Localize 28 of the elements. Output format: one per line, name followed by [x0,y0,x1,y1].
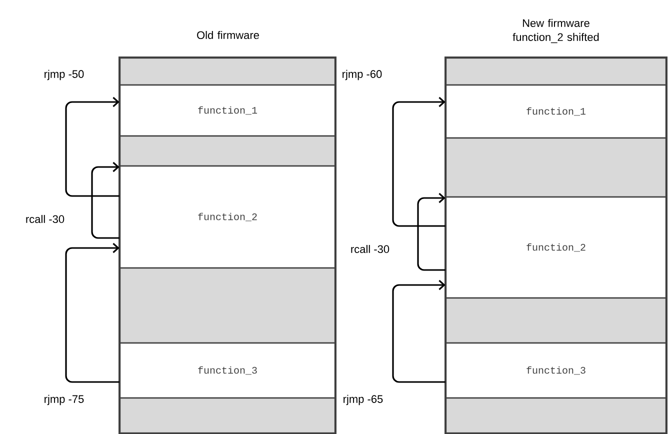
unused-block [119,135,336,167]
edge-label: rjmp -75 [44,394,84,406]
arrow [417,192,446,271]
function-block: function_3 [119,342,336,399]
unused-block [445,57,667,86]
edge-label: rjmp -60 [342,70,382,80]
edge-label: rcall -30 [351,244,390,254]
column-title: Old firmware [197,30,259,40]
column-title: New firmware function_2 shifted [512,18,599,44]
unused-block [119,57,336,86]
edge-label: rjmp -50 [44,70,84,80]
arrow [65,242,120,383]
unused-block [445,137,667,198]
unused-block [119,267,336,344]
arrow [392,280,446,383]
unused-block [119,397,336,434]
unused-block [445,397,667,434]
function-block: function_1 [445,84,667,139]
unused-block [445,297,667,344]
function-block: function_2 [445,196,667,299]
edge-label: rjmp -65 [344,394,383,406]
arrow [65,96,120,197]
function-block: function_1 [119,84,336,137]
function-block: function_3 [445,342,667,399]
function-block: function_2 [119,165,336,269]
arrow [392,96,446,227]
edge-label: rcall -30 [26,214,64,224]
arrow [91,162,120,239]
